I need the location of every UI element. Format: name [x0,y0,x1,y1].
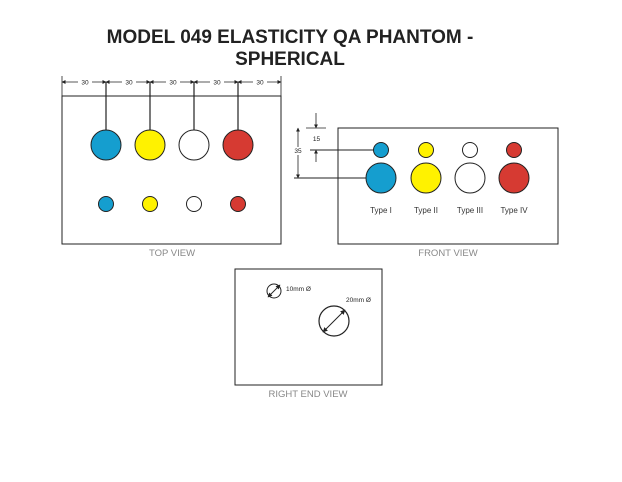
spacing-label-1: 30 [81,80,89,87]
small-diameter-line [267,284,281,298]
front-view-outline [337,127,559,245]
large-diameter-line [322,309,346,333]
dimension-label-15: 15 [313,136,321,143]
front-small-sphere-type-1 [373,142,389,158]
front-large-sphere-type-2 [410,162,442,194]
top-large-sphere-type-2 [134,129,166,161]
spacing-label-4: 30 [213,80,221,87]
front-large-sphere-type-4 [498,162,530,194]
top-large-sphere-type-1 [90,129,122,161]
top-large-sphere-type-4 [222,129,254,161]
front-small-sphere-type-4 [506,142,522,158]
type-label-3: Type III [457,206,483,215]
diagram-title-line-1: MODEL 049 ELASTICITY QA PHANTOM - [106,27,474,48]
front-large-sphere-type-3 [454,162,486,194]
top-small-sphere-type-1 [98,196,114,212]
top-small-sphere-type-2 [142,196,158,212]
top-view-caption: TOP VIEW [149,248,195,259]
top-small-sphere-type-3 [186,196,202,212]
type-label-1: Type I [370,206,392,215]
right-end-view: 10mm Ø 20mm Ø RIGHT END VIEW [234,268,383,400]
spacing-label-5: 30 [256,80,264,87]
front-small-sphere-type-2 [418,142,434,158]
right-end-view-outline [234,268,383,386]
spacing-label-3: 30 [169,80,177,87]
small-diameter-label: 10mm Ø [286,286,311,293]
top-large-sphere-type-3 [178,129,210,161]
diagram-title-line-2: SPHERICAL [235,49,345,70]
large-diameter-label: 20mm Ø [346,297,371,304]
spacing-label-2: 30 [125,80,133,87]
top-small-sphere-type-4 [230,196,246,212]
front-large-sphere-type-1 [365,162,397,194]
top-view: 30 30 30 30 30 TOP VIEW [61,76,282,259]
top-view-dimension-chain [61,76,282,130]
front-small-sphere-type-3 [462,142,478,158]
type-label-4: Type IV [500,206,528,215]
top-view-outline [61,95,282,245]
type-label-2: Type II [414,206,438,215]
front-view-caption: FRONT VIEW [418,248,477,259]
dimension-label-35: 35 [294,148,302,155]
right-end-view-caption: RIGHT END VIEW [269,389,348,400]
front-view: 15 35 Type I Type II Type III Type IV FR… [292,113,559,259]
